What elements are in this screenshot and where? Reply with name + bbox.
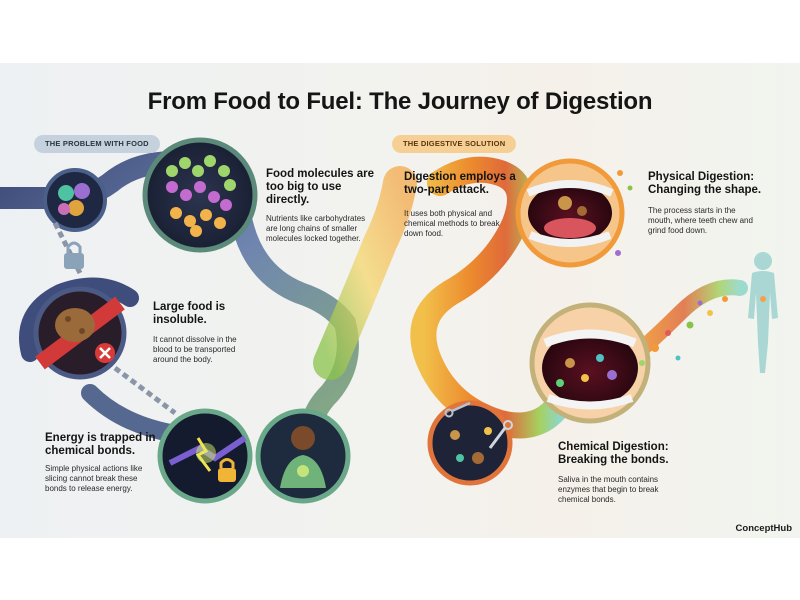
molecules-body: Nutrients like carbohydrates are long ch… [266,214,366,243]
energy-heading: Energy is trapped in chemical bonds. [45,432,156,457]
scissors-icon [444,401,471,418]
food-lump-icon [33,286,127,380]
chained-molecule [43,168,107,275]
insoluble-heading: Large food is insoluble. [153,301,226,326]
physical-body: The process starts in the mouth, where t… [648,206,753,235]
problem-pipe [0,151,359,464]
energy-body: Simple physical actions like slicing can… [45,464,143,493]
mouth-icon [515,158,625,268]
person-icon [255,408,351,504]
molecules-heading: Food molecules are too big to use direct… [266,168,375,206]
mouth-icon [529,302,651,424]
human-silhouette-icon [748,252,778,373]
two-part-body: It uses both physical and chemical metho… [404,209,500,238]
two-part-heading: Digestion employs a two-part attack. [404,171,516,196]
chemical-heading: Chemical Digestion: Breaking the bonds. [558,441,669,466]
section-label-problem: THE PROBLEM WITH FOOD [34,135,160,153]
particles [639,296,728,366]
molecule-icon [142,137,258,253]
infographic-art [0,137,778,504]
lightning-bond-icon [157,408,253,504]
scissors-icon [427,400,513,486]
padlock-icon [64,241,84,269]
section-label-solution: THE DIGESTIVE SOLUTION [392,135,517,153]
insoluble-body: It cannot dissolve in the blood to be tr… [153,335,237,364]
padlock-icon [218,458,236,482]
transition-flow [313,166,417,380]
page-title: From Food to Fuel: The Journey of Digest… [147,88,653,115]
infographic-card: THE PROBLEM WITH FOOD THE DIGESTIVE SOLU… [0,63,800,538]
brand-logo: ConceptHub [735,523,792,534]
x-mark-icon [95,343,115,363]
physical-heading: Physical Digestion: Changing the shape. [648,171,762,196]
chemical-body: Saliva in the mouth contains enzymes tha… [558,475,659,504]
